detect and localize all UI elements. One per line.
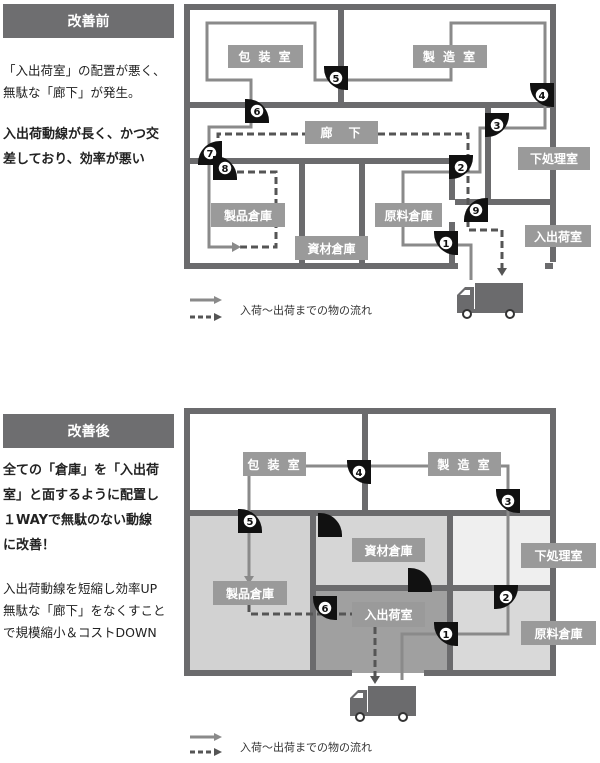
room-material-storage: 原料倉庫	[521, 621, 596, 645]
text-line: 室」と面するように配置し	[3, 488, 160, 503]
before-text-2: 入出荷動線が長く、かつ交 差しており、効率が悪い	[3, 122, 183, 172]
text-line: に改善！	[3, 538, 56, 553]
door-icon: 3	[485, 113, 509, 137]
after-text-2: 入出荷動線を短縮し効率UP 無駄な「廊下」をなくすこと で規模縮小＆コストDOW…	[3, 578, 183, 644]
before-legend: 入荷〜出荷までの物の流れ	[240, 304, 372, 317]
after-text-1: 全ての「倉庫」を「入出荷 室」と面するように配置し １WAYで無駄のない動線 に…	[3, 458, 183, 558]
door-icon: 8	[213, 156, 237, 180]
room-prep: 下処理室	[518, 147, 590, 170]
door-number: 6	[254, 107, 261, 118]
door-icon: 5	[324, 66, 348, 90]
text-line: 差しており、効率が悪い	[3, 152, 145, 167]
door-icon: 1	[434, 622, 458, 646]
door-icon: 6	[313, 596, 337, 620]
room-supplies-storage: 資材倉庫	[295, 236, 368, 260]
room-prep: 下処理室	[521, 543, 596, 568]
door-number: 5	[247, 517, 254, 528]
door-number: 2	[458, 163, 465, 174]
room-manufacturing: 製 造 室	[413, 45, 487, 68]
door-icon: 1	[434, 231, 458, 255]
text-line: 無駄な「廊下」が発生。	[3, 85, 141, 100]
room-packing: 包 装 室	[228, 45, 303, 68]
after-legend: 入荷〜出荷までの物の流れ	[240, 741, 372, 754]
before-solid-flow	[205, 21, 547, 280]
before-header: 改善前	[3, 4, 174, 38]
before-dashed-flow	[216, 132, 504, 268]
door-icon	[408, 568, 432, 592]
door-number: 4	[356, 468, 363, 479]
room-product-storage: 製品倉庫	[211, 203, 285, 227]
room-packing: 包 装 室	[243, 452, 306, 476]
before-text-1: 「入出荷室」の配置が悪く、 無駄な「廊下」が発生。	[3, 60, 183, 104]
door-number: 4	[539, 91, 546, 102]
room-product-storage: 製品倉庫	[213, 581, 287, 605]
truck-icon	[350, 686, 416, 722]
room-shipping: 入出荷室	[525, 225, 591, 247]
door-icon: 9	[464, 198, 488, 222]
door-number: 1	[443, 239, 450, 250]
text-line: 無駄な「廊下」をなくすこと	[3, 603, 166, 618]
door-number: 6	[322, 604, 329, 615]
after-header: 改善後	[3, 414, 174, 448]
text-line: １WAYで無駄のない動線	[3, 513, 152, 528]
door-icon: 2	[494, 585, 518, 609]
door-number: 8	[222, 164, 229, 175]
arrowhead	[370, 676, 380, 684]
door-icon: 4	[530, 83, 554, 107]
door-icon: 5	[238, 509, 262, 533]
text-line: 入出荷動線が長く、かつ交	[3, 127, 160, 142]
arrowhead	[244, 576, 254, 584]
door-icon: 4	[347, 460, 371, 484]
room-material-storage: 原料倉庫	[375, 203, 442, 227]
door-icon: 6	[245, 99, 269, 123]
room-supplies-storage: 資材倉庫	[352, 538, 425, 562]
room-manufacturing: 製 造 室	[428, 452, 501, 476]
after-dashed-flow	[247, 605, 377, 676]
room-corridor: 廊 下	[305, 121, 378, 144]
door-number: 5	[333, 74, 340, 85]
door-icon: 2	[449, 155, 473, 179]
door-number: 1	[443, 630, 450, 641]
arrowhead	[497, 268, 507, 276]
text-line: 全ての「倉庫」を「入出荷	[3, 463, 160, 478]
door-number: 3	[505, 497, 512, 508]
door-number: 3	[494, 121, 501, 132]
door-icon	[318, 513, 342, 537]
arrowhead	[232, 242, 241, 252]
door-icon: 3	[496, 489, 520, 513]
door-number: 2	[503, 593, 510, 604]
door-number: 9	[473, 206, 480, 217]
room-shipping: 入出荷室	[352, 602, 425, 627]
text-line: 「入出荷室」の配置が悪く、	[3, 63, 166, 78]
text-line: 入出荷動線を短縮し効率UP	[3, 581, 158, 596]
truck-icon	[457, 283, 523, 319]
legend-icons	[190, 296, 222, 756]
door-number: 7	[207, 149, 214, 160]
text-line: で規模縮小＆コストDOWN	[3, 625, 157, 640]
doors: 1 2 3 4 5 6 78 9 1 2 3 4 5 6	[198, 66, 554, 646]
